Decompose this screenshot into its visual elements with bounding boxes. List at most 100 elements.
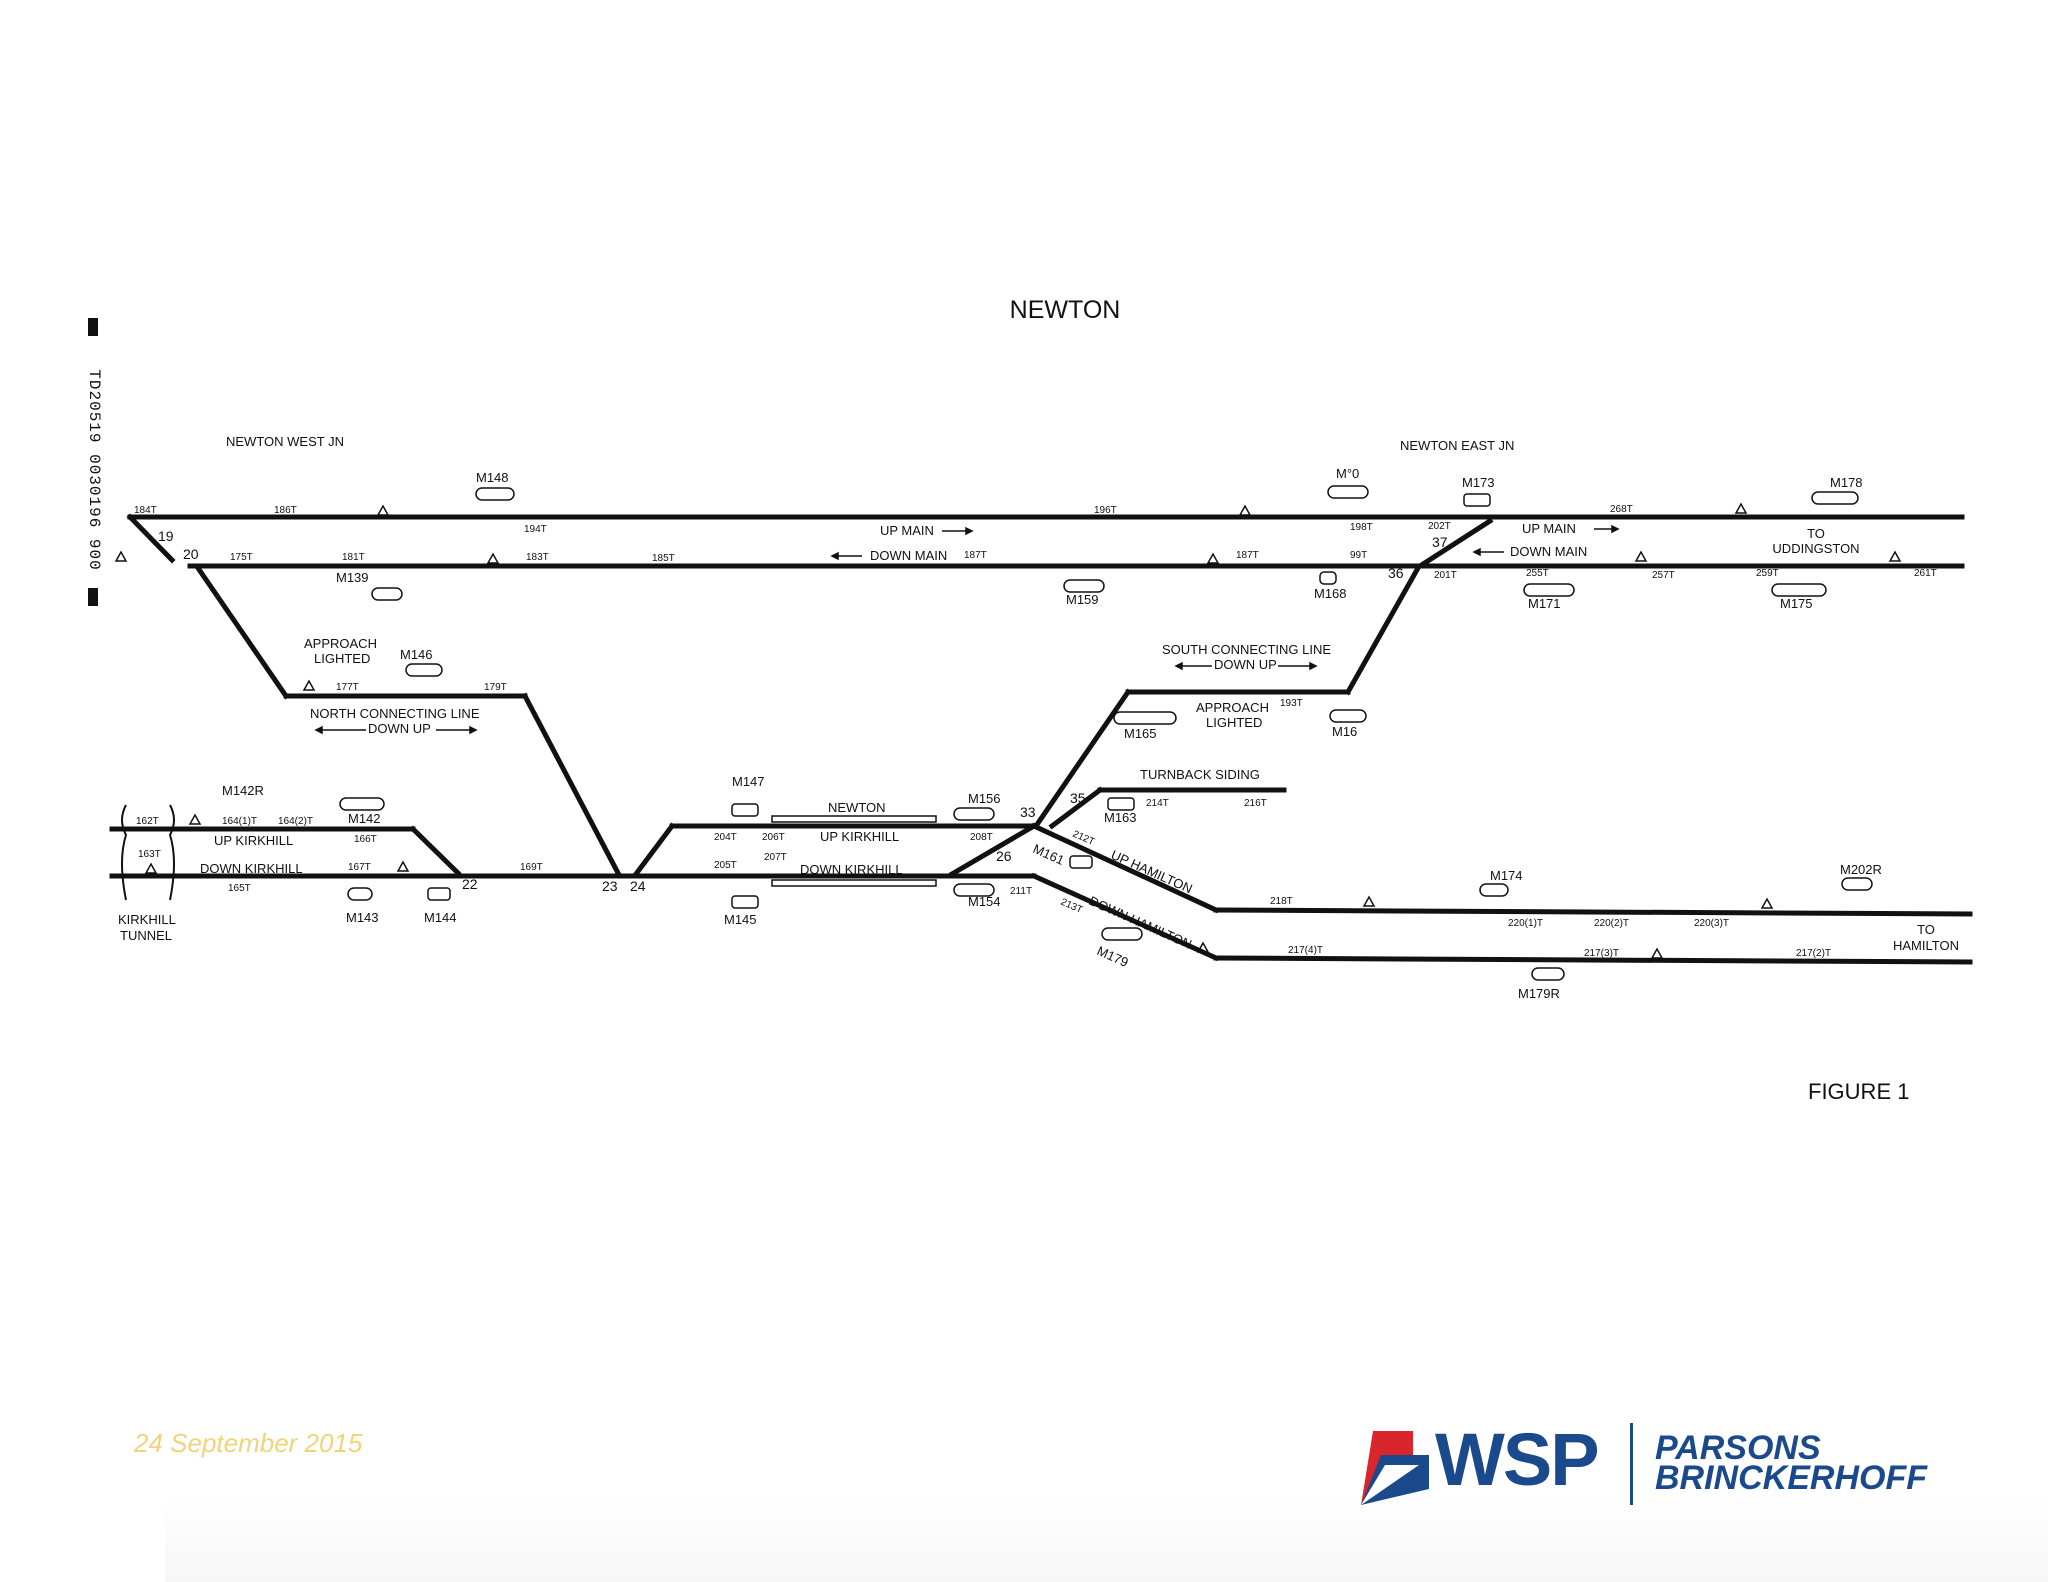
- signal-m143: M143: [346, 910, 379, 925]
- track-circuit-label: 165T: [228, 883, 251, 894]
- signal-head-m165: [1113, 711, 1177, 725]
- signal-m174: M174: [1490, 868, 1523, 883]
- signal-head-m144: [427, 887, 451, 901]
- logo-divider: [1630, 1423, 1633, 1505]
- track-circuit-label: 162T: [136, 816, 159, 827]
- tunnel-bracket-right: [168, 804, 175, 901]
- signal-head-m145: [731, 895, 759, 909]
- marker-triangle: [114, 550, 128, 562]
- track-circuit-label: 185T: [652, 553, 675, 564]
- signal-head-m161: [1069, 855, 1093, 869]
- signal-head-m139: [371, 587, 403, 601]
- marker-triangle: [1634, 550, 1648, 562]
- signal-m165: M165: [1124, 726, 1157, 741]
- point-number: 36: [1388, 565, 1404, 581]
- track-circuit-label: 218T: [1270, 896, 1293, 907]
- marker-triangle: [376, 504, 390, 516]
- signal-head-m171: [1523, 583, 1575, 597]
- turnback-siding-lead: [1048, 786, 1104, 830]
- diagram-title: NEWTON: [1010, 296, 1121, 324]
- signal-m139: M139: [336, 570, 369, 585]
- track-circuit-label: 216T: [1244, 798, 1267, 809]
- turnback-siding-label: TURNBACK SIDING: [1140, 767, 1260, 782]
- up-main-label: UP MAIN: [880, 523, 934, 538]
- track-circuit-label: 208T: [970, 832, 993, 843]
- signal-labels: M148 M°0 M173 M178 M139 M159 M168 M171 M…: [222, 466, 1882, 1001]
- track-circuit-label: 164(1)T: [222, 816, 257, 827]
- track-circuit-label: 204T: [714, 832, 737, 843]
- up-kirkhill-station-label: UP KIRKHILL: [820, 829, 899, 844]
- signal-head-m148: [475, 487, 515, 501]
- scan-mark-top: [88, 318, 98, 336]
- marker-triangle: [1650, 947, 1664, 959]
- track-circuit-label: 217(2)T: [1796, 948, 1831, 959]
- to-hamilton-label-2: HAMILTON: [1893, 938, 1959, 953]
- marker-triangle: [188, 813, 202, 825]
- crossover-26: [948, 822, 1038, 878]
- track-circuit-label: 268T: [1610, 504, 1633, 515]
- signal-head-m178: [1811, 491, 1859, 505]
- track-circuit-label: 198T: [1350, 522, 1373, 533]
- point-number: 33: [1020, 804, 1036, 820]
- signal-head-m142: [339, 797, 385, 811]
- crossover-37: [1416, 517, 1494, 570]
- up-hamilton-label: UP HAMILTON: [1109, 847, 1195, 896]
- point-numbers: 19 20 37 36 22 23 24 33 35 26: [158, 528, 1448, 894]
- track-circuit-label: 220(1)T: [1508, 918, 1543, 929]
- north-connecting-label: NORTH CONNECTING LINE: [310, 706, 480, 721]
- north-connecting-west: [194, 564, 290, 700]
- track-circuit-label: 163T: [138, 849, 161, 860]
- newton-west-jn-label: NEWTON WEST JN: [226, 434, 344, 449]
- to-hamilton-label-1: TO: [1917, 922, 1935, 937]
- marker-triangle: [1206, 552, 1220, 564]
- signal-head-m154: [953, 883, 995, 897]
- signal-m0: M°0: [1336, 466, 1359, 481]
- track-circuit-label: 183T: [526, 552, 549, 563]
- company-logo: WSP PARSONS BRINCKERHOFF: [1355, 1415, 1935, 1515]
- track-circuit-label: 202T: [1428, 521, 1451, 532]
- marker-triangle: [396, 860, 410, 872]
- track-circuit-label: 196T: [1094, 505, 1117, 516]
- approach-lighted-1-line2: LIGHTED: [314, 651, 370, 666]
- approach-lighted-2-line1: APPROACH: [1196, 700, 1269, 715]
- kirkhill-tunnel-label-1: KIRKHILL: [118, 912, 176, 927]
- document-date: 24 September 2015: [134, 1428, 363, 1458]
- signal-m156: M156: [968, 791, 1001, 806]
- up-hamilton-track: [1213, 907, 1973, 917]
- marker-triangle: [486, 552, 500, 564]
- track-circuit-label: 193T: [1280, 698, 1303, 709]
- point-number: 19: [158, 528, 174, 544]
- partner-wordmark-line2: BRINCKERHOFF: [1655, 1459, 1927, 1497]
- point-number: 23: [602, 878, 618, 894]
- main-tracks: [109, 513, 1973, 965]
- track-circuit-label: 259T: [1756, 568, 1779, 579]
- track-circuit-label: 205T: [714, 860, 737, 871]
- signal-head-m159: [1063, 579, 1105, 593]
- signal-head-m147: [731, 803, 759, 817]
- tunnel-bracket-left: [121, 804, 128, 901]
- up-kirkhill-junction: [409, 825, 462, 877]
- partner-wordmark-line1: PARSONS: [1655, 1429, 1821, 1467]
- track-circuit-label: 211T: [1010, 886, 1032, 897]
- track-circuit-label: 261T: [1914, 568, 1937, 579]
- approach-lighted-2-line2: LIGHTED: [1206, 715, 1262, 730]
- signal-m145: M145: [724, 912, 757, 927]
- platform-down-kirkhill: [771, 879, 937, 887]
- down-kirkhill-label: DOWN KIRKHILL: [200, 861, 303, 876]
- marker-triangle: [1238, 504, 1252, 516]
- signal-head-m143: [347, 887, 373, 901]
- to-uddingston-label-1: TO: [1807, 526, 1825, 541]
- track-circuit-label: 169T: [520, 862, 543, 873]
- track-circuit-label: 187T: [1236, 550, 1259, 561]
- track-circuit-label: 177T: [336, 682, 359, 693]
- signal-head-m202r: [1841, 877, 1873, 891]
- track-circuit-label: 220(3)T: [1694, 918, 1729, 929]
- signal-head-m16: [1329, 709, 1367, 723]
- track-circuit-label: 186T: [274, 505, 297, 516]
- direction-arrows: [314, 524, 1620, 735]
- newton-east-jn-label: NEWTON EAST JN: [1400, 438, 1514, 453]
- marker-triangle: [1760, 897, 1774, 909]
- signal-m142: M142: [348, 811, 381, 826]
- up-main-east-label: UP MAIN: [1522, 521, 1576, 536]
- signal-head-m163: [1107, 797, 1135, 811]
